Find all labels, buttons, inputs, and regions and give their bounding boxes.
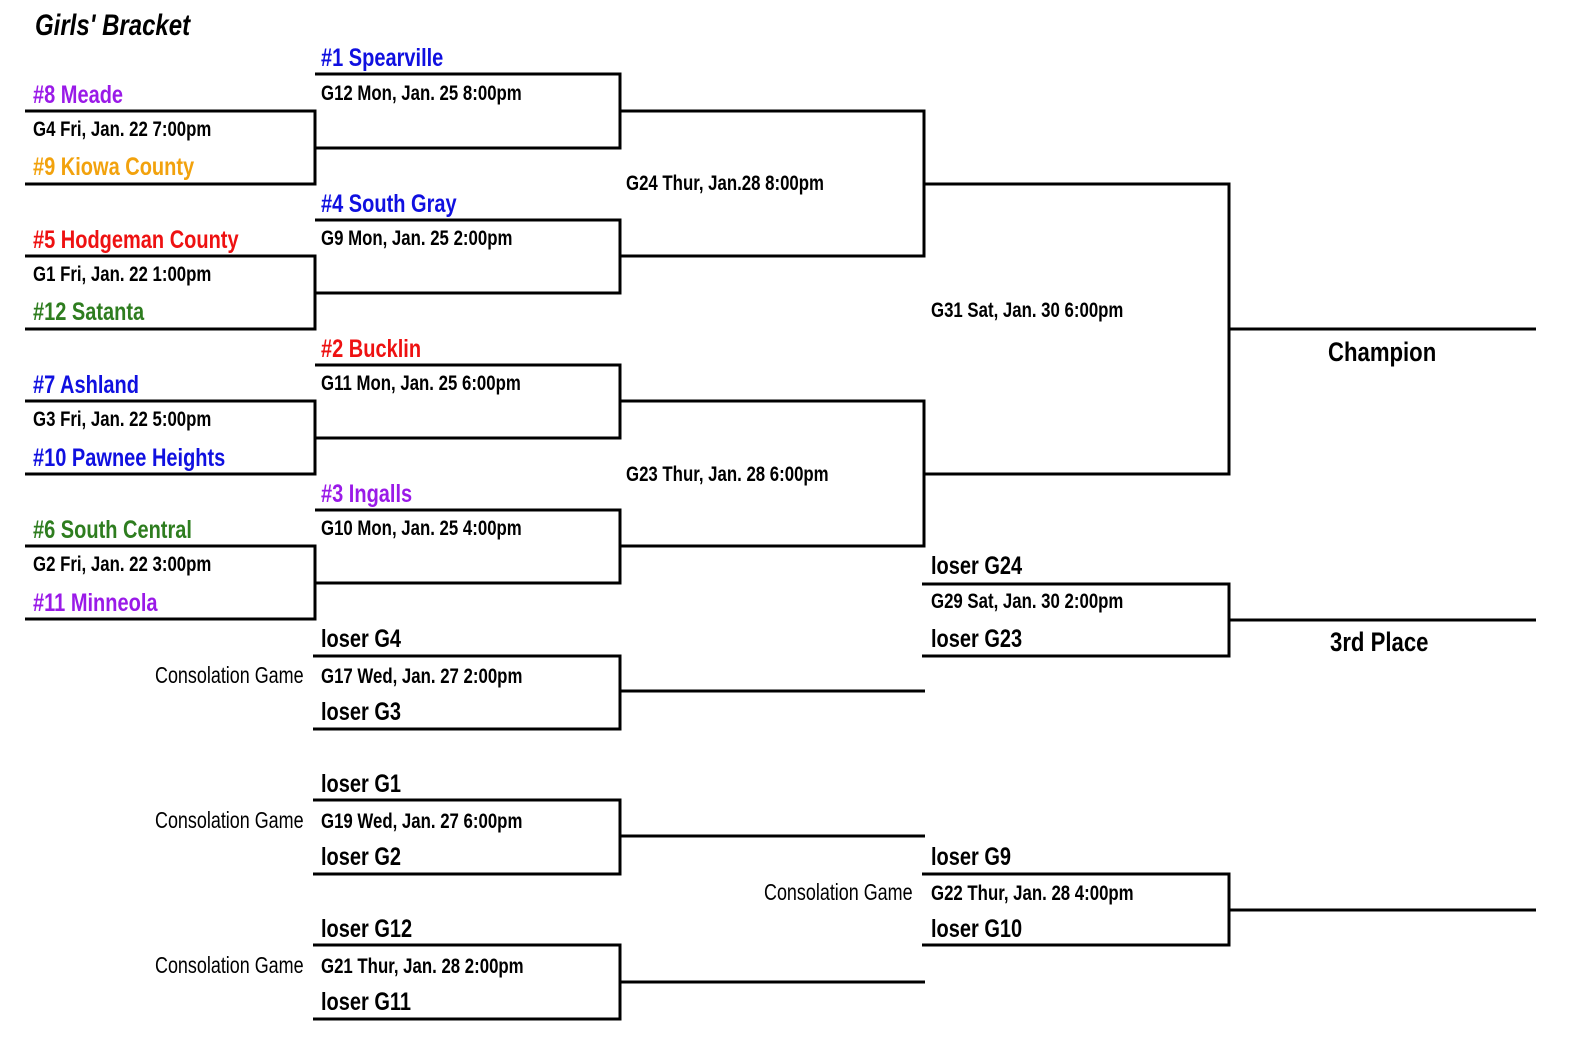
team-kiowa-county: #9 Kiowa County bbox=[33, 153, 195, 181]
g22-bottom-slot: loser G10 bbox=[931, 915, 1023, 943]
game-g11: G11 Mon, Jan. 25 6:00pm bbox=[321, 372, 521, 395]
consolation-label-g21: Consolation Game bbox=[155, 952, 304, 978]
g19-top-slot: loser G1 bbox=[321, 770, 402, 798]
game-g19: G19 Wed, Jan. 27 6:00pm bbox=[321, 810, 523, 833]
g17-top-slot: loser G4 bbox=[321, 625, 402, 653]
game-g9: G9 Mon, Jan. 25 2:00pm bbox=[321, 227, 513, 250]
g22-top-slot: loser G9 bbox=[931, 843, 1012, 871]
game-g22: G22 Thur, Jan. 28 4:00pm bbox=[931, 882, 1134, 905]
team-minneola: #11 Minneola bbox=[33, 589, 158, 617]
game-g21: G21 Thur, Jan. 28 2:00pm bbox=[321, 955, 524, 978]
champion-label: Champion bbox=[1328, 337, 1437, 367]
bracket-title: Girls' Bracket bbox=[35, 9, 191, 42]
team-ingalls: #3 Ingalls bbox=[321, 480, 413, 508]
g21-bottom-slot: loser G11 bbox=[321, 988, 412, 1016]
game-g23: G23 Thur, Jan. 28 6:00pm bbox=[626, 463, 829, 486]
game-g1: G1 Fri, Jan. 22 1:00pm bbox=[33, 263, 212, 286]
third-top-slot: loser G24 bbox=[931, 552, 1023, 580]
third-bottom-slot: loser G23 bbox=[931, 625, 1023, 653]
team-spearville: #1 Spearville bbox=[321, 44, 444, 72]
game-g10: G10 Mon, Jan. 25 4:00pm bbox=[321, 517, 522, 540]
game-g3: G3 Fri, Jan. 22 5:00pm bbox=[33, 408, 212, 431]
consolation-label-g17: Consolation Game bbox=[155, 662, 304, 688]
game-g17: G17 Wed, Jan. 27 2:00pm bbox=[321, 665, 523, 688]
team-satanta: #12 Satanta bbox=[33, 298, 145, 326]
team-bucklin: #2 Bucklin bbox=[321, 335, 422, 363]
g19-bottom-slot: loser G2 bbox=[321, 843, 402, 871]
game-g12: G12 Mon, Jan. 25 8:00pm bbox=[321, 82, 522, 105]
g21-top-slot: loser G12 bbox=[321, 915, 413, 943]
game-g31: G31 Sat, Jan. 30 6:00pm bbox=[931, 299, 1124, 322]
bracket-line-g31 bbox=[924, 182, 1231, 476]
game-g2: G2 Fri, Jan. 22 3:00pm bbox=[33, 553, 212, 576]
team-meade: #8 Meade bbox=[33, 81, 124, 109]
game-g24: G24 Thur, Jan.28 8:00pm bbox=[626, 172, 824, 195]
team-ashland: #7 Ashland bbox=[33, 371, 139, 399]
team-hodgeman-county: #5 Hodgeman County bbox=[33, 226, 239, 254]
g17-bottom-slot: loser G3 bbox=[321, 698, 402, 726]
team-pawnee-heights: #10 Pawnee Heights bbox=[33, 444, 226, 472]
consolation-label-g22: Consolation Game bbox=[764, 879, 913, 905]
team-south-central: #6 South Central bbox=[33, 516, 192, 544]
game-g4: G4 Fri, Jan. 22 7:00pm bbox=[33, 118, 212, 141]
game-g29: G29 Sat, Jan. 30 2:00pm bbox=[931, 590, 1124, 613]
third-place-label: 3rd Place bbox=[1330, 627, 1429, 657]
team-south-gray: #4 South Gray bbox=[321, 190, 457, 218]
consolation-label-g19: Consolation Game bbox=[155, 807, 304, 833]
